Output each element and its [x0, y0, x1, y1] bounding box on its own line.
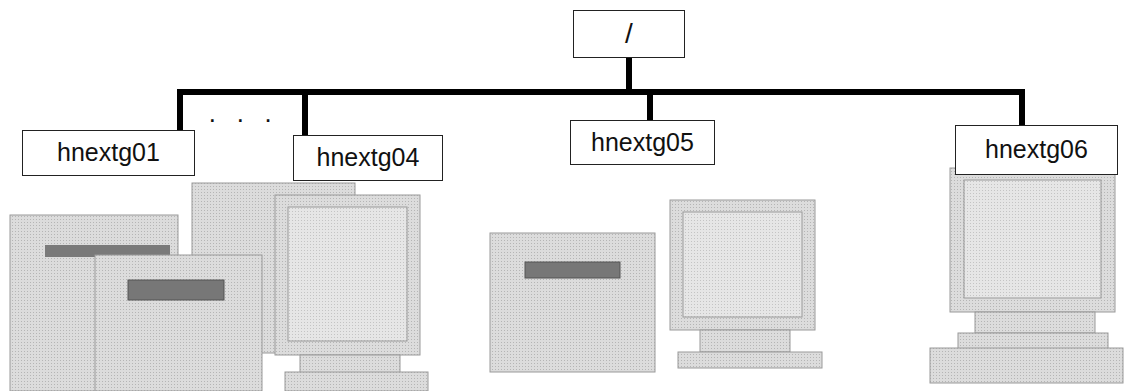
host-box: hnextg01	[22, 130, 195, 176]
host-box: hnextg05	[570, 120, 715, 165]
tree-connector	[629, 58, 650, 120]
workstation-group	[490, 200, 822, 372]
host-box: hnextg06	[955, 125, 1118, 175]
node-label: hnextg04	[317, 144, 420, 172]
node-label: hnextg05	[591, 129, 694, 157]
node-label: /	[625, 19, 633, 50]
root-directory-box: /	[573, 10, 685, 58]
node-label: hnextg01	[57, 139, 160, 167]
workstation-group	[930, 168, 1123, 383]
node-label: hnextg06	[985, 136, 1088, 164]
tree-connector	[629, 58, 1022, 125]
host-box: hnextg04	[293, 135, 443, 181]
workstation-group	[10, 183, 428, 391]
ellipsis-label: · · ·	[206, 106, 280, 132]
